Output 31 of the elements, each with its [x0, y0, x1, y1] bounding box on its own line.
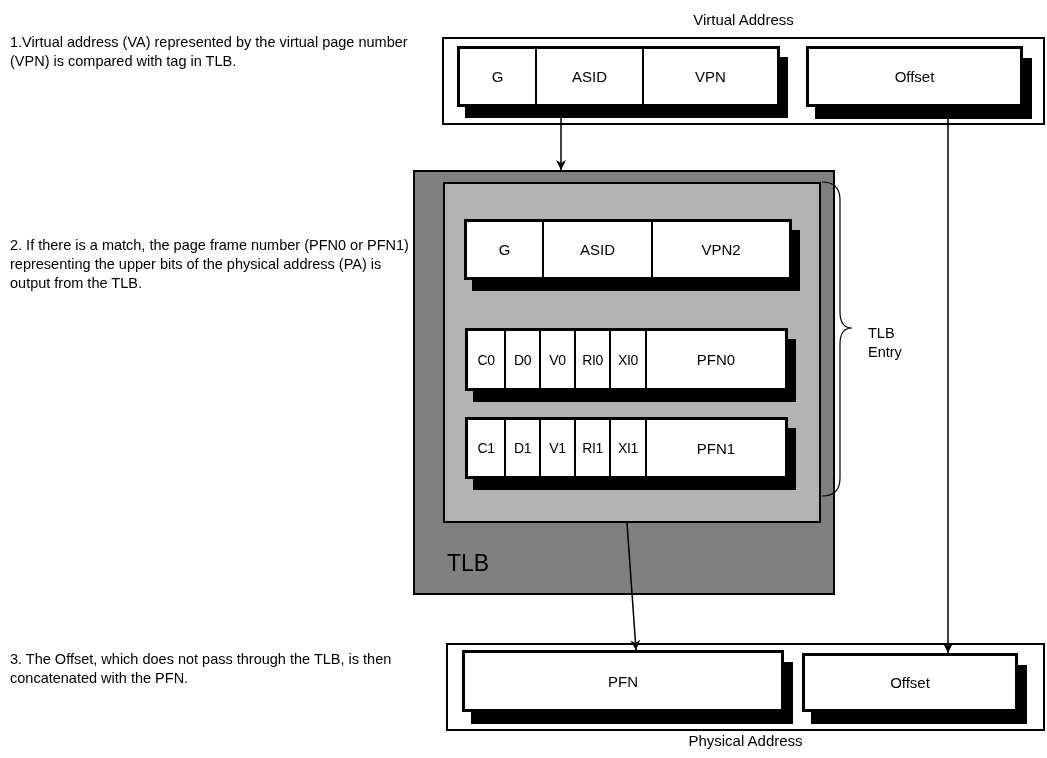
- field-name: XI1: [618, 441, 638, 455]
- step-note: 2. If there is a match, the page frame number (PFN0 or PFN1) representing the upper bits of the physical address (PA) is output from the TLB.: [10, 236, 410, 293]
- field-name: Offset: [890, 675, 930, 690]
- field-name: D1: [513, 441, 532, 455]
- field-name: RI0: [582, 352, 603, 367]
- field-name: ASID: [580, 242, 615, 257]
- step-note: 1.Virtual address (VA) represented by the virtual page number (VPN) is compared with tag in TLB.: [10, 33, 409, 71]
- field-name: XI0: [618, 352, 638, 367]
- field-name: VPN: [695, 69, 726, 84]
- field-name: ASID: [572, 69, 607, 84]
- field-name: RI1: [582, 441, 603, 455]
- field-name: PFN0: [696, 352, 736, 367]
- brace-label: TLB Entry: [868, 324, 903, 362]
- field-name: V0: [549, 352, 566, 367]
- address-title: Virtual Address: [692, 12, 795, 27]
- field-name: G: [498, 242, 511, 257]
- field-name: V1: [549, 441, 566, 455]
- step-note: 3. The Offset, which does not pass through the TLB, is then concatenated with the PFN.: [10, 650, 393, 688]
- entry-panel: [443, 182, 821, 523]
- tlb-block: [413, 170, 835, 595]
- field-name: D0: [513, 352, 532, 367]
- tlb-title: TLB: [447, 552, 490, 575]
- field-name: VPN2: [701, 242, 741, 257]
- field-name: PFN1: [696, 440, 736, 456]
- address-title: Physical Address: [687, 733, 804, 748]
- field-name: G: [491, 69, 504, 84]
- field-name: Offset: [894, 69, 935, 84]
- field-name: PFN: [608, 673, 638, 689]
- field-name: C1: [477, 441, 495, 455]
- field-name: C0: [477, 352, 495, 367]
- arrow: [626, 522, 641, 651]
